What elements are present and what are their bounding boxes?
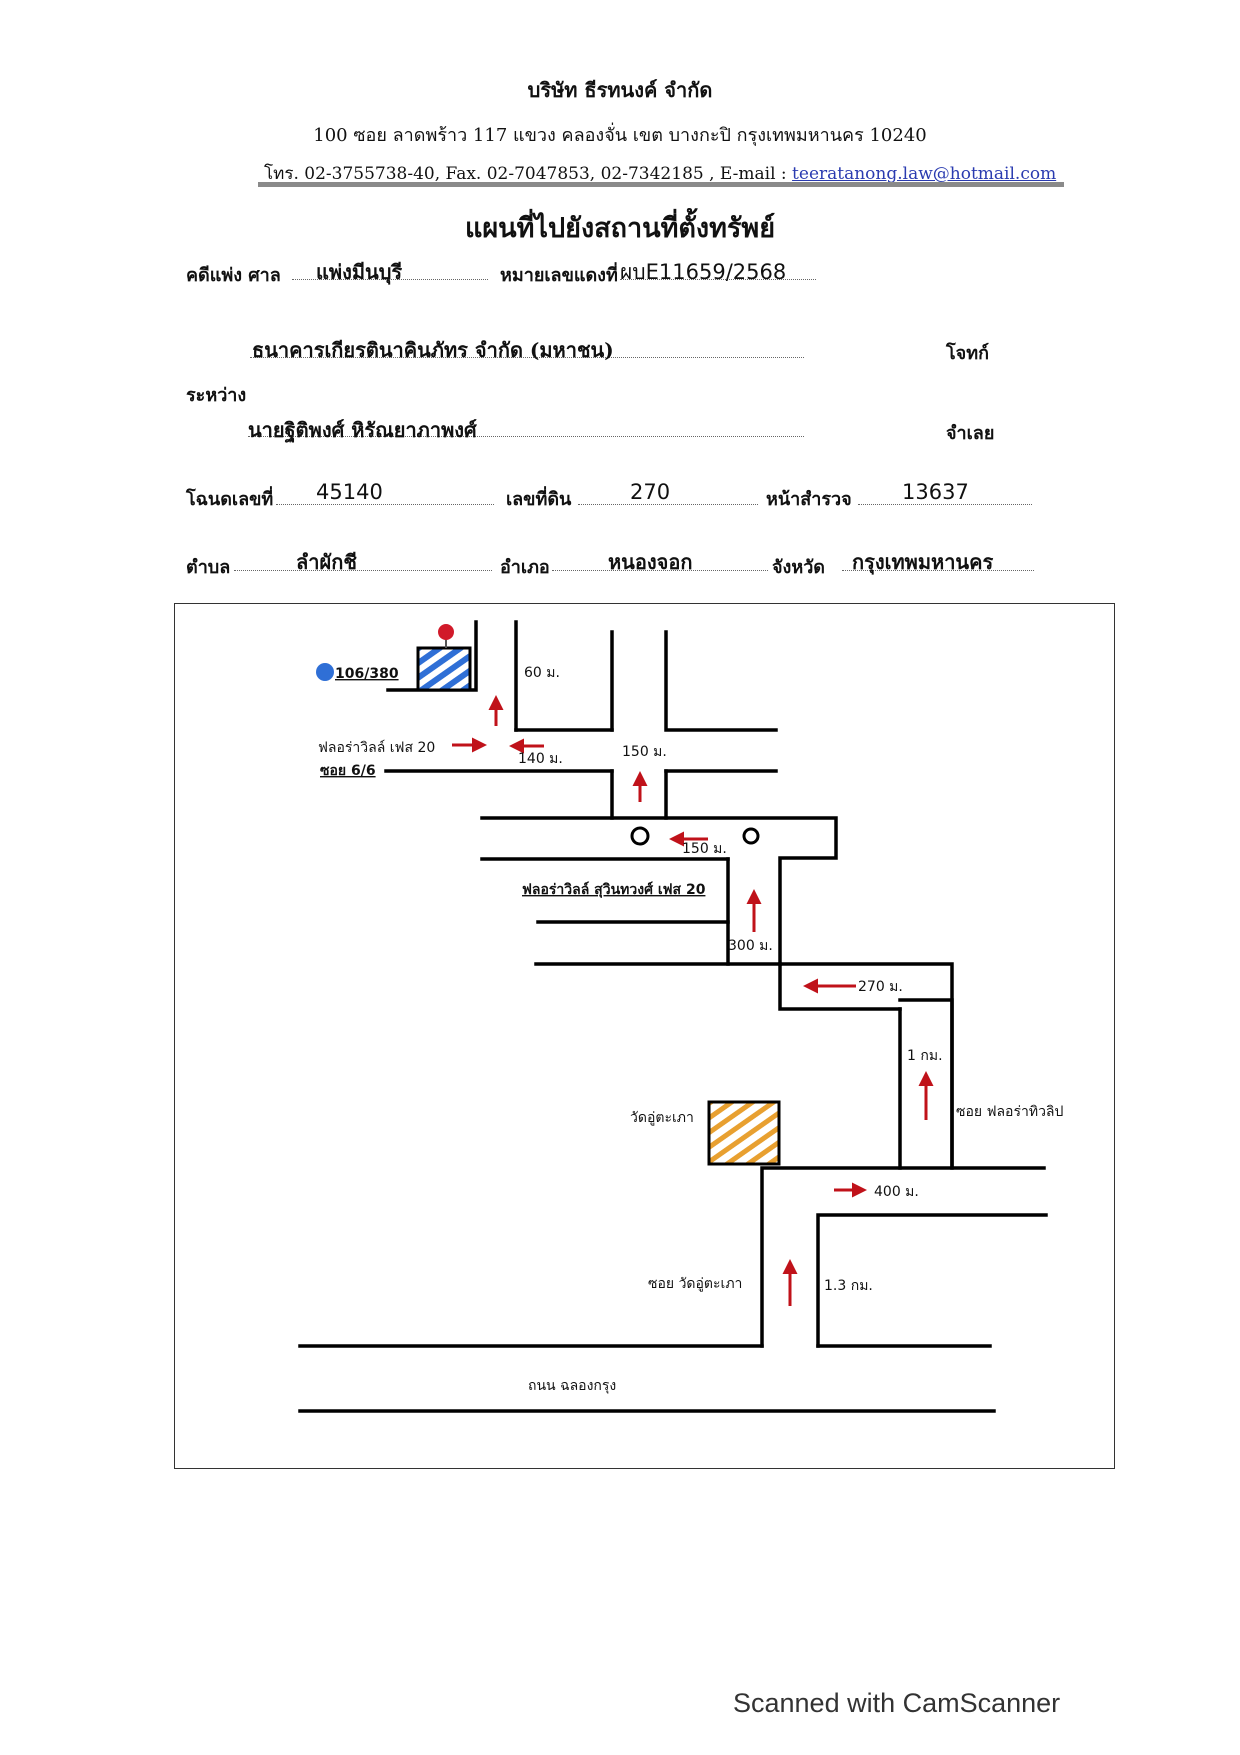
- header-divider: [258, 182, 1064, 187]
- defendant-role: จำเลย: [946, 423, 995, 444]
- subdistrict-label: ตำบล: [186, 557, 231, 578]
- between-label: ระหว่าง: [186, 385, 247, 406]
- soi-flora-outer: [778, 962, 1046, 1170]
- land-underline: [578, 504, 758, 505]
- soi-flora-tulip-label: ซอย ฟลอร่าทิวลิป: [956, 1104, 1064, 1120]
- distance-150-top: 150 ม.: [622, 744, 667, 760]
- red-number-label: หมายเลขแดงที่: [500, 265, 618, 286]
- temple-marker: [707, 1100, 781, 1166]
- distance-1km: 1 กม.: [907, 1048, 943, 1064]
- company-address: 100 ซอย ลาดพร้าว 117 แขวง คลองจั่น เขต บ…: [313, 125, 927, 146]
- court-underline: [292, 279, 488, 280]
- temple-label: วัดอู่ตะเภา: [630, 1110, 694, 1126]
- property-dot-icon: [316, 663, 334, 681]
- distance-13km: 1.3 กม.: [824, 1278, 873, 1294]
- subdistrict-value: ลำผักชี: [296, 550, 357, 574]
- plaintiff-name: ธนาคารเกียรตินาคินภัทร จำกัด (มหาชน): [252, 338, 614, 362]
- defendant-underline: [248, 436, 804, 437]
- map-frame: [174, 603, 1115, 1469]
- property-number-label: 106/380: [335, 666, 399, 682]
- deed-number: 45140: [316, 480, 383, 504]
- property-marker: [416, 646, 472, 692]
- scanner-watermark: Scanned with CamScanner: [733, 1688, 1061, 1718]
- distance-270: 270 ม.: [858, 979, 903, 995]
- district-underline: [552, 570, 768, 571]
- distance-400: 400 ม.: [874, 1184, 919, 1200]
- plaintiff-underline: [250, 357, 804, 358]
- contact-phone-fax: โทร. 02-3755738-40, Fax. 02-7047853, 02-…: [264, 164, 793, 184]
- survey-underline: [858, 504, 1032, 505]
- distance-300: 300 ม.: [728, 938, 773, 954]
- distance-60: 60 ม.: [524, 665, 560, 681]
- plaintiff-role: โจทก์: [946, 343, 989, 364]
- location-pin-icon: [438, 624, 454, 640]
- survey-label: หน้าสำรวจ: [766, 489, 852, 510]
- defendant-name: นายฐิติพงศ์ หิรัณยาภาพงศ์: [248, 418, 477, 442]
- deed-label: โฉนดเลขที่: [186, 489, 274, 510]
- land-label: เลขที่ดิน: [506, 489, 572, 510]
- province-underline: [842, 570, 1034, 571]
- landmark-circle-right: [742, 827, 760, 845]
- subdistrict-underline: [234, 570, 492, 571]
- contact-email-link[interactable]: teeratanong.law@hotmail.com: [792, 164, 1057, 184]
- roads: [298, 620, 1048, 1413]
- case-label: คดีแพ่ง ศาล: [186, 265, 281, 286]
- landmark-circle-left: [630, 826, 650, 846]
- district-label: อำเภอ: [500, 557, 550, 578]
- district-value: หนองจอก: [608, 550, 693, 574]
- mid-road-top-edge: [480, 816, 838, 966]
- soi-temple-right-edge: [816, 1213, 1048, 1348]
- province-value: กรุงเทพมหานคร: [852, 550, 994, 574]
- red-number-underline: [620, 279, 816, 280]
- distance-150-bottom: 150 ม.: [682, 841, 727, 857]
- main-road-label: ถนน ฉลองกรุง: [528, 1378, 616, 1394]
- land-number: 270: [630, 480, 671, 504]
- company-contact: โทร. 02-3755738-40, Fax. 02-7047853, 02-…: [264, 160, 1056, 187]
- distance-140: 140 ม.: [518, 751, 563, 767]
- court-value: แพ่งมีนบุรี: [316, 260, 403, 284]
- route-arrows: [452, 695, 934, 1306]
- village-flora-label: ฟลอร่าวิลล์ เฟส 20: [318, 739, 435, 756]
- top-branch-right: [664, 630, 778, 732]
- province-label: จังหวัด: [772, 557, 825, 578]
- village-suwinthawong-label: ฟลอร่าวิลล์ สุวินทวงศ์ เฟส 20: [522, 881, 706, 898]
- survey-number: 13637: [902, 480, 969, 504]
- deed-underline: [276, 504, 494, 505]
- mid-road-left: [536, 920, 730, 966]
- company-name: บริษัท ธีรทนงค์ จำกัด: [527, 78, 713, 102]
- document-title: แผนที่ไปยังสถานที่ตั้งทรัพย์: [464, 213, 776, 244]
- soi-temple-label: ซอย วัดอู่ตะเภา: [648, 1276, 742, 1292]
- soi-66-label: ซอย 6/6: [320, 763, 376, 779]
- red-number-value: ผบE11659/2568: [620, 260, 787, 284]
